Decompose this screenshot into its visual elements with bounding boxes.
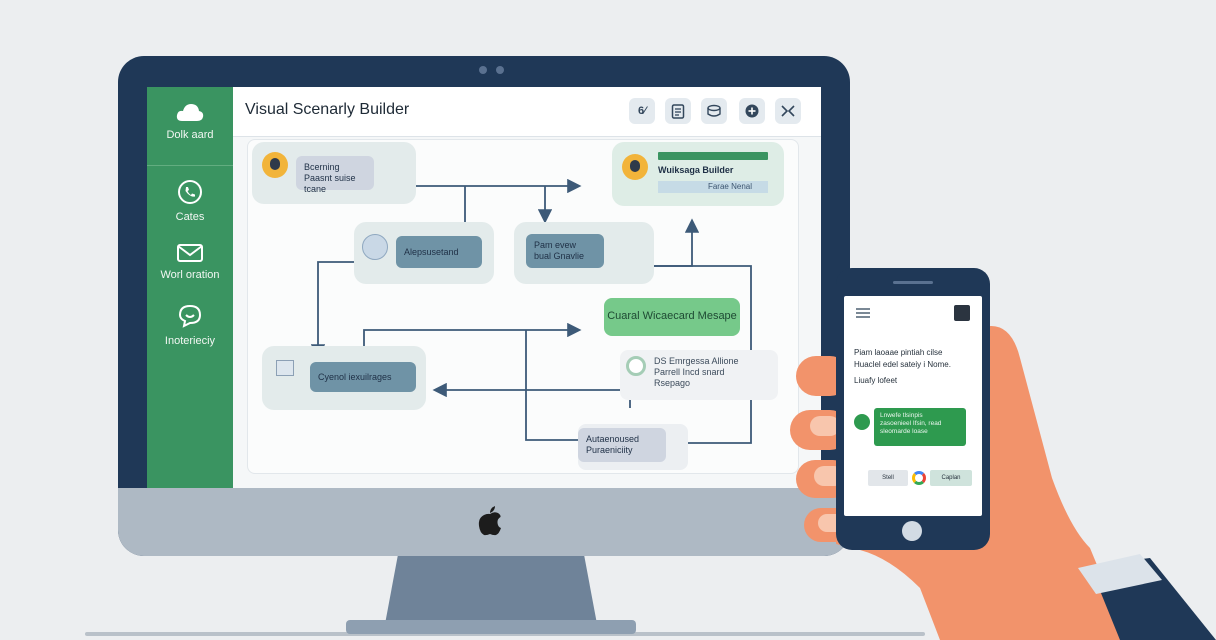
flow-node-process[interactable]: Pam evew bual Gnavlie <box>514 222 654 284</box>
status-ring-icon <box>626 356 646 376</box>
connector-line <box>525 330 578 441</box>
camera-dot <box>479 66 487 74</box>
flow-node-start[interactable]: Bcerning Paasnt suise tcane <box>252 142 416 204</box>
monitor-stand-foot <box>346 620 636 634</box>
database-icon <box>707 104 721 117</box>
node-label: Bcerning Paasnt suise tcane <box>296 156 374 194</box>
cloud-icon <box>176 104 204 121</box>
monitor: Dolk aard Cates Worl oration <box>118 56 850 556</box>
sidebar: Dolk aard Cates Worl oration <box>147 87 233 488</box>
sidebar-item-label: Cates <box>175 211 205 223</box>
node-label: Alepsusetand <box>396 236 482 268</box>
phone-screen: Piam laoaae pintiah cilse Huaclel edel s… <box>844 296 982 516</box>
top-bar: Visual Scenarly Builder 6⁄ <box>233 87 821 137</box>
monitor-chin <box>118 488 850 556</box>
flow-node-exit[interactable]: Cyenol iexuilrages <box>262 346 426 410</box>
approval-icon <box>362 234 388 260</box>
monitor-icon <box>276 360 294 376</box>
user-avatar-icon <box>262 152 288 178</box>
sidebar-item-cates[interactable]: Cates <box>147 179 233 223</box>
phone-message-card[interactable]: Lnwefe tlsinpis zasoenieel Ifsin, read s… <box>874 408 966 446</box>
check-badge-icon <box>854 414 870 430</box>
flow-node-message[interactable]: Cuaral Wicaecard Mesape <box>604 298 740 336</box>
sidebar-item-inoterieciy[interactable]: Inoterieciy <box>147 303 233 347</box>
monitor-stand-neck <box>385 556 597 624</box>
google-icon[interactable] <box>912 471 926 485</box>
phone-home-button[interactable] <box>902 521 922 541</box>
phone-text: Huaclel edel sateiy i Nome. <box>854 360 951 369</box>
notice-text: DS Emrgessa Allione Parrell Incd snard R… <box>654 356 739 388</box>
qr-icon[interactable] <box>954 305 970 321</box>
sidebar-divider <box>147 165 233 166</box>
sidebar-item-label: Worl oration <box>160 269 220 281</box>
node-subtitle: Farae Nenal <box>658 181 768 193</box>
mail-icon <box>177 244 203 262</box>
chat-icon <box>178 304 202 328</box>
smartphone: Piam laoaae pintiah cilse Huaclel edel s… <box>836 268 990 550</box>
flow-node-approved[interactable]: Alepsusetand <box>354 222 494 284</box>
clipboard-icon <box>671 104 685 119</box>
connector-arrow <box>310 261 355 359</box>
phone-left-button[interactable]: Stell <box>868 470 908 486</box>
app-title: Visual Scenarly Builder <box>245 101 410 118</box>
camera-dot <box>496 66 504 74</box>
sidebar-item-label: Inoterieciy <box>164 335 216 347</box>
node-title: Wuiksaga Builder <box>658 165 734 175</box>
sidebar-item-workoration[interactable]: Worl oration <box>147 243 233 281</box>
database-button[interactable] <box>701 98 727 124</box>
connector-arrow <box>432 382 631 408</box>
node-label: Autaenoused Puraeniciity <box>578 428 666 462</box>
collapse-button[interactable] <box>775 98 801 124</box>
phone-icon <box>178 180 202 204</box>
flow-node-notice[interactable]: DS Emrgessa Allione Parrell Incd snard R… <box>620 350 778 400</box>
sidebar-item-label: Dolk aard <box>166 129 214 141</box>
floor-line <box>85 632 925 636</box>
sidebar-item-dashboard[interactable]: Dolk aard <box>147 101 233 141</box>
phone-right-button[interactable]: Caplan <box>930 470 972 486</box>
phone-speaker <box>893 281 933 284</box>
apple-logo-icon <box>478 506 501 536</box>
flow-canvas[interactable]: Bcerning Paasnt suise tcane Wuiksaga Bui… <box>247 139 799 474</box>
node-label: Cyenol iexuilrages <box>310 362 416 392</box>
app-screen: Dolk aard Cates Worl oration <box>147 87 821 488</box>
add-button[interactable] <box>739 98 765 124</box>
progress-bar <box>658 152 768 160</box>
clipboard-button[interactable] <box>665 98 691 124</box>
node-label: Pam evew bual Gnavlie <box>526 234 604 268</box>
link-button[interactable]: 6⁄ <box>629 98 655 124</box>
phone-text: Piam laoaae pintiah cilse <box>854 348 943 357</box>
collapse-icon <box>781 105 795 117</box>
flow-node-builder[interactable]: Wuiksaga Builder Farae Nenal <box>612 142 784 206</box>
menu-icon[interactable] <box>856 308 870 318</box>
phone-text: Liuafy lofeet <box>854 376 898 385</box>
flow-node-bottom[interactable]: Autaenoused Puraeniciity <box>578 424 688 470</box>
link-icon: 6⁄ <box>638 105 646 117</box>
add-icon <box>745 104 759 118</box>
user-avatar-icon <box>622 154 648 180</box>
